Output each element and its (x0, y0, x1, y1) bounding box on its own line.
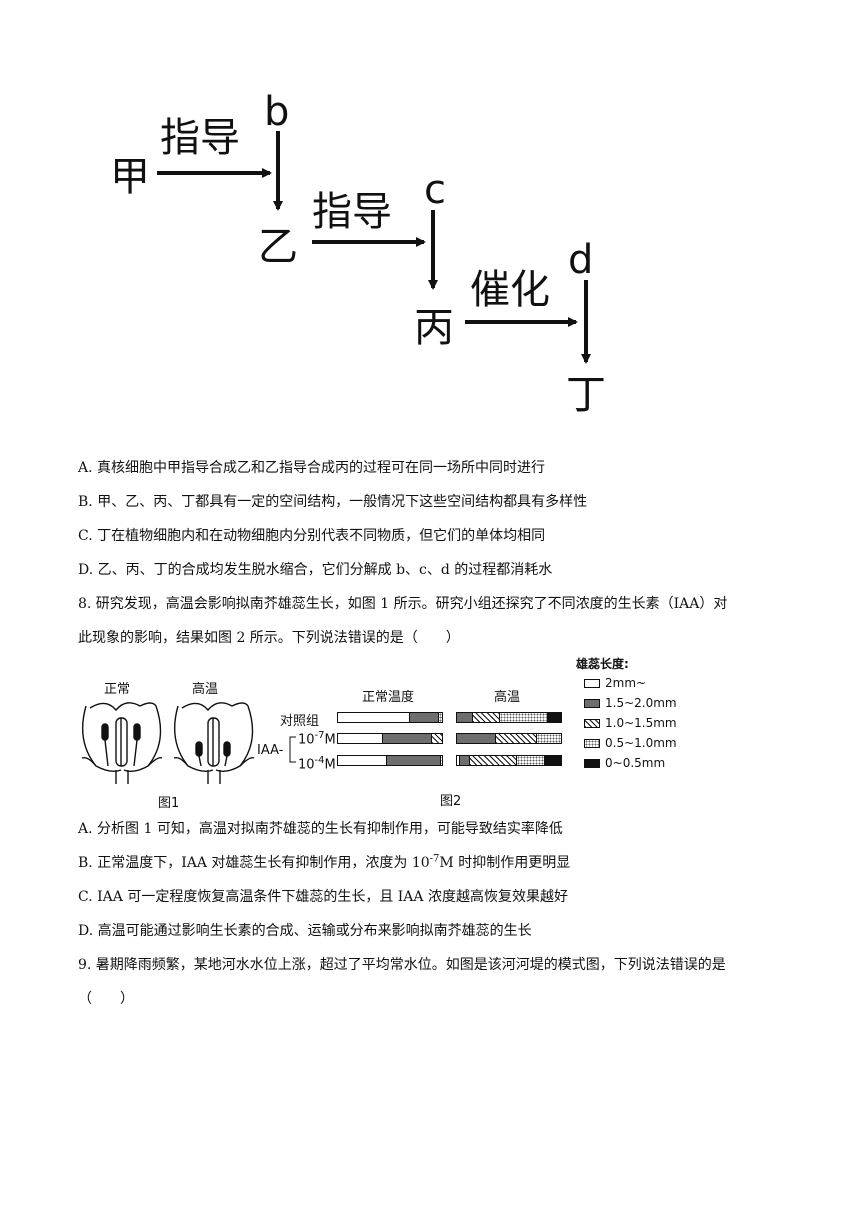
legend-label-5: 0~0.5mm (605, 756, 666, 770)
fig2-conc-1: 10-7M (298, 730, 336, 747)
q8-option-b-text1: B. 正常温度下，IAA 对雄蕊生长有抑制作用，浓度为 10 (78, 855, 430, 871)
q7-option-b: B. 甲、乙、丙、丁都具有一定的空间结构，一般情况下这些空间结构都具有多样性 (78, 494, 588, 510)
legend-swatch-1 (584, 679, 600, 688)
iaa-dash: - (278, 743, 284, 758)
node-jia: 甲 (110, 154, 150, 200)
q8-stem-line2: 此现象的影响，结果如图 2 所示。下列说法错误的是（ ） (78, 630, 460, 646)
q8-option-b: B. 正常温度下，IAA 对雄蕊生长有抑制作用，浓度为 10-7M 时抑制作用更… (78, 852, 570, 872)
bar-segment-2 (459, 756, 470, 765)
product-c: c (424, 167, 446, 213)
bar-segment-4 (536, 734, 561, 743)
conc1-base: 10 (298, 732, 315, 748)
fig1-caption: 图1 (158, 796, 180, 811)
arrow-label-2: 指导 (312, 189, 392, 235)
bar-segment-5 (544, 756, 561, 765)
fig1-label-high: 高温 (192, 682, 219, 697)
product-b: b (264, 89, 290, 135)
bar-high-row-1 (456, 712, 562, 723)
fig2-row-iaa: IAA- (257, 743, 283, 758)
legend-item-3: 1.0~1.5mm (584, 716, 677, 736)
bar-segment-3 (495, 734, 537, 743)
flow-arrows (157, 131, 591, 364)
flower-normal (81, 702, 163, 784)
node-bing: 丙 (414, 305, 454, 351)
conc1-exp: -7 (314, 730, 325, 741)
arrow-label-1: 指导 (160, 115, 240, 161)
bar-segment-3 (471, 713, 499, 722)
node-yi: 乙 (258, 224, 298, 270)
legend-item-2: 1.5~2.0mm (584, 696, 677, 716)
bar-normal-row-3 (337, 755, 443, 766)
q7-option-c: C. 丁在植物细胞内和在动物细胞内分别代表不同物质，但它们的单体均相同 (78, 528, 546, 544)
legend-swatch-5 (584, 759, 600, 768)
conc2-base: 10 (298, 757, 315, 773)
bar-segment-3 (469, 756, 517, 765)
arrow-label-3: 催化 (470, 267, 550, 313)
flower-illustrations (81, 702, 255, 784)
fig2-legend: 雄蕊长度: 2mm~ 1.5~2.0mm 1.0~1.5mm 0.5~1.0mm… (576, 655, 677, 776)
legend-item-5: 0~0.5mm (584, 756, 677, 776)
bar-segment-1 (338, 756, 386, 765)
legend-label-1: 2mm~ (605, 676, 647, 690)
bar-segment-1 (457, 756, 460, 765)
conc2-unit: M (324, 757, 336, 773)
iaa-label: IAA (257, 743, 279, 758)
legend-item-1: 2mm~ (584, 676, 677, 696)
fig2-conc-2: 10-4M (298, 755, 336, 772)
conc2-exp: -4 (314, 755, 325, 766)
fig2-caption: 图2 (440, 794, 462, 809)
legend-label-2: 1.5~2.0mm (605, 696, 677, 710)
bar-segment-4 (498, 713, 548, 722)
bar-normal-row-1 (337, 712, 443, 723)
q8-option-b-text2: M 时抑制作用更明显 (439, 855, 571, 871)
bar-normal-row-2 (337, 733, 443, 744)
legend-swatch-2 (584, 699, 600, 708)
bar-segment-2 (385, 756, 440, 765)
q8-stem-line1: 8. 研究发现，高温会影响拟南芥雄蕊生长，如图 1 所示。研究小组还探究了不同浓… (78, 596, 728, 612)
legend-title: 雄蕊长度: (576, 657, 629, 671)
bar-segment-2 (457, 734, 496, 743)
bar-segment-2 (457, 713, 472, 722)
legend-item-4: 0.5~1.0mm (584, 736, 677, 756)
legend-swatch-4 (584, 739, 600, 748)
node-ding: 丁 (566, 372, 606, 418)
fig2-row-control: 对照组 (280, 714, 320, 729)
bar-segment-4 (516, 756, 545, 765)
bar-segment-4 (437, 713, 442, 722)
q8-option-b-exp: -7 (429, 853, 440, 865)
bar-high-row-3 (456, 755, 562, 766)
q7-option-a: A. 真核细胞中甲指导合成乙和乙指导合成丙的过程可在同一场所中同时进行 (78, 460, 546, 476)
bar-segment-3 (430, 734, 442, 743)
bar-segment-2 (408, 713, 438, 722)
q8-option-a: A. 分析图 1 可知，高温对拟南芥雄蕊的生长有抑制作用，可能导致结实率降低 (78, 821, 563, 837)
legend-label-3: 1.0~1.5mm (605, 716, 677, 730)
q7-option-d: D. 乙、丙、丁的合成均发生脱水缩合，它们分解成 b、c、d 的过程都消耗水 (78, 562, 553, 578)
fig1-label-normal: 正常 (104, 682, 131, 697)
bar-segment-5 (547, 713, 561, 722)
flower-high (173, 702, 255, 784)
bar-segment-1 (338, 713, 409, 722)
iaa-bracket (289, 736, 296, 763)
q9-stem-line1: 9. 暑期降雨频繁，某地河水水位上涨，超过了平均常水位。如图是该河河堤的模式图，… (78, 957, 726, 973)
fig2-col-high: 高温 (494, 690, 521, 705)
bar-segment-4 (439, 756, 442, 765)
q9-stem-line2: （ ） (78, 991, 134, 1007)
conc1-unit: M (324, 732, 336, 748)
legend-label-4: 0.5~1.0mm (605, 736, 677, 750)
bar-segment-1 (338, 734, 382, 743)
fig2-col-normal: 正常温度 (362, 690, 415, 705)
bar-high-row-2 (456, 733, 562, 744)
legend-swatch-3 (584, 719, 600, 728)
product-d: d (568, 237, 594, 283)
q8-option-d: D. 高温可能通过影响生长素的合成、运输或分布来影响拟南芥雄蕊的生长 (78, 923, 532, 939)
bar-segment-2 (381, 734, 431, 743)
q8-option-c: C. IAA 可一定程度恢复高温条件下雄蕊的生长，且 IAA 浓度越高恢复效果越… (78, 889, 568, 905)
